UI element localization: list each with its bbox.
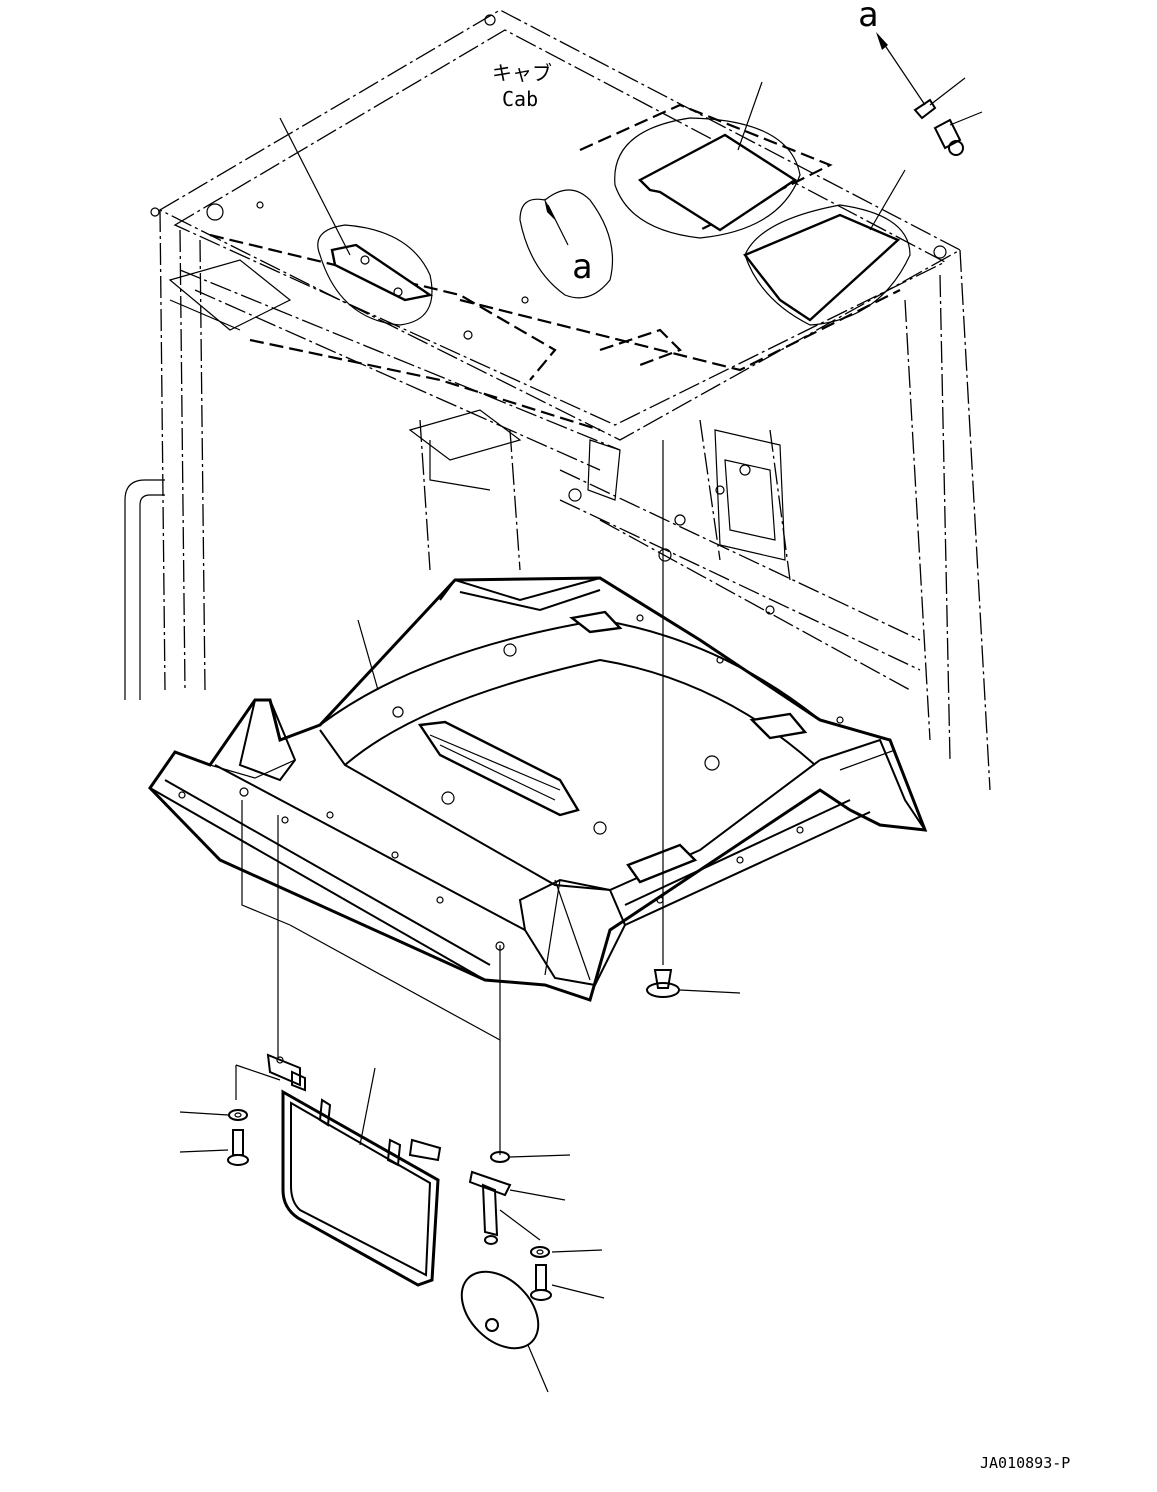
roof-pad-upper: [614, 117, 801, 239]
washer-left: [179, 1109, 248, 1121]
view-ref-mid: a: [572, 247, 592, 287]
cab-label-en: Cab: [502, 87, 538, 111]
view-arrow-roof: [519, 189, 613, 299]
view-ref-top: a: [858, 0, 878, 35]
headliner-panel: [148, 576, 928, 1002]
roof-pad-right: [743, 204, 911, 326]
assembly-lines: [235, 800, 541, 1241]
leader-pad-right: [869, 169, 906, 231]
leader-pad-left: [279, 117, 351, 256]
washer-right: [530, 1246, 603, 1258]
sun-visor: [266, 1053, 442, 1287]
drawing-number: JA010893-P: [980, 1454, 1070, 1472]
leader-pad-upper: [737, 81, 763, 151]
cover-cap: [460, 1270, 549, 1393]
screw-top: [933, 111, 983, 156]
clip-fastener-top: [913, 77, 966, 120]
visor-holder: [468, 1151, 571, 1245]
leader-headliner: [357, 619, 379, 691]
view-arrow-top: [876, 32, 926, 106]
bolt-left: [179, 1129, 249, 1166]
bolt-right: [530, 1264, 605, 1301]
roof-pad-left: [317, 224, 434, 326]
push-rivet: [646, 440, 741, 998]
cab-frame: [124, 9, 991, 791]
cab-label-jp: キャブ: [492, 61, 552, 85]
